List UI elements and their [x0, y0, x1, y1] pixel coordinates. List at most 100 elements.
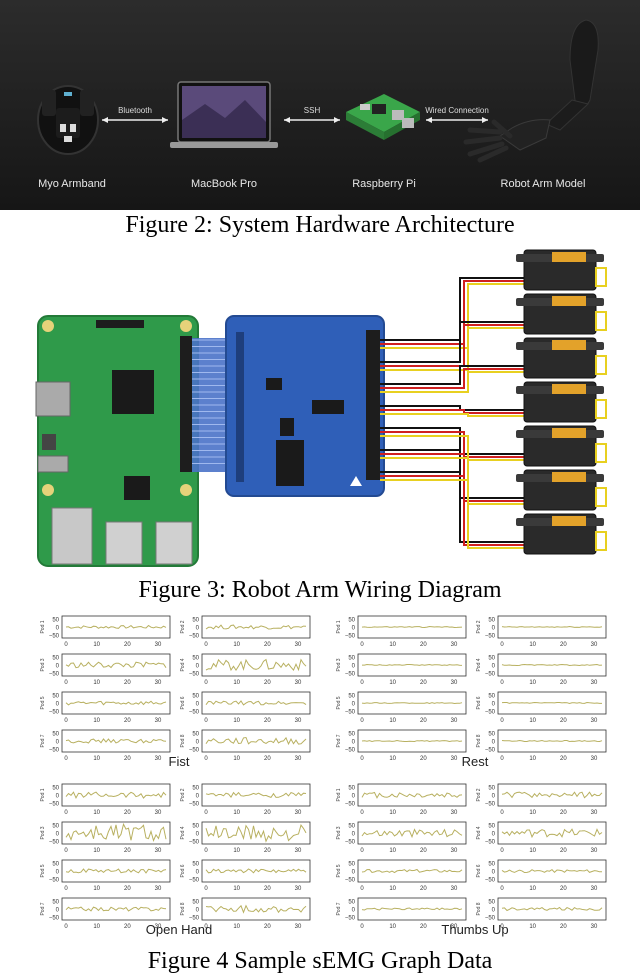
system-architecture-figure: Bluetooth SSH Wired Connection Myo Armba… [0, 0, 640, 210]
x-tick-label: 0 [64, 848, 68, 854]
x-tick-label: 0 [204, 848, 208, 854]
semg-signal-line [361, 828, 463, 839]
y-tick-label: 0 [492, 702, 496, 708]
x-tick-label: 0 [500, 810, 504, 816]
device-label-arm: Robot Arm Model [500, 178, 586, 190]
y-tick-label: 50 [348, 618, 355, 624]
raspberry-pi-image [346, 94, 420, 140]
x-tick-label: 0 [64, 810, 68, 816]
connection-label-wired: Wired Connection [425, 106, 489, 115]
myo-armband-image [37, 85, 99, 155]
pod-label: Pod 6 [476, 696, 482, 709]
y-tick-label: −50 [189, 710, 200, 716]
x-tick-label: 0 [360, 756, 364, 762]
panel-label-fist: Fist [168, 754, 190, 769]
pod-label: Pod 1 [336, 788, 342, 801]
servo-motor [516, 513, 607, 555]
x-tick-label: 20 [124, 886, 131, 892]
y-tick-label: 50 [348, 862, 355, 868]
device-label-pi: Raspberry Pi [352, 178, 416, 190]
pod-label: Pod 6 [180, 864, 186, 877]
x-tick-label: 10 [529, 642, 536, 648]
x-tick-label: 10 [389, 756, 396, 762]
pod-label: Pod 1 [40, 788, 46, 801]
y-tick-label: 0 [56, 870, 60, 876]
x-tick-label: 30 [591, 642, 598, 648]
x-tick-label: 10 [233, 718, 240, 724]
y-tick-label: 50 [52, 656, 59, 662]
x-tick-label: 10 [389, 680, 396, 686]
x-tick-label: 30 [295, 718, 302, 724]
x-tick-label: 10 [529, 680, 536, 686]
y-tick-label: 50 [192, 862, 199, 868]
semg-signal-line [501, 906, 603, 912]
pod-label: Pod 2 [180, 788, 186, 801]
servo-motor [516, 249, 607, 291]
y-tick-label: −50 [485, 710, 496, 716]
x-tick-label: 10 [529, 756, 536, 762]
x-tick-label: 10 [529, 848, 536, 854]
y-tick-label: 50 [52, 732, 59, 738]
semg-signal-line [205, 904, 307, 914]
semg-signal-line [205, 791, 307, 799]
x-tick-label: 0 [500, 756, 504, 762]
pod-label: Pod 3 [40, 658, 46, 671]
panel-label-thumbs-up: Thumbs Up [441, 922, 509, 937]
pod-label: Pod 2 [476, 788, 482, 801]
y-tick-label: 50 [192, 900, 199, 906]
x-tick-label: 20 [264, 642, 271, 648]
pod-label: Pod 1 [40, 620, 46, 633]
x-tick-label: 20 [124, 756, 131, 762]
architecture-illustration [37, 19, 599, 163]
y-tick-label: 0 [492, 740, 496, 746]
figure-4-caption: Figure 4 Sample sEMG Graph Data [147, 948, 493, 974]
pod-label: Pod 7 [336, 734, 342, 747]
x-tick-label: 20 [560, 886, 567, 892]
x-tick-label: 0 [500, 680, 504, 686]
x-tick-label: 30 [295, 848, 302, 854]
semg-signal-line [501, 739, 603, 743]
y-tick-label: 50 [348, 732, 355, 738]
connection-label-ssh: SSH [303, 106, 321, 115]
x-tick-label: 10 [529, 924, 536, 930]
x-tick-label: 0 [64, 718, 68, 724]
x-tick-label: 30 [451, 810, 458, 816]
pod-label: Pod 5 [40, 864, 46, 877]
x-tick-label: 10 [389, 848, 396, 854]
robot-arm-image [463, 19, 599, 163]
y-tick-label: 0 [352, 626, 356, 632]
x-tick-label: 10 [93, 924, 100, 930]
x-tick-label: 10 [529, 718, 536, 724]
x-tick-label: 30 [591, 718, 598, 724]
y-tick-label: 50 [348, 786, 355, 792]
x-tick-label: 0 [204, 810, 208, 816]
x-tick-label: 30 [451, 924, 458, 930]
x-tick-label: 20 [124, 680, 131, 686]
x-tick-label: 20 [420, 642, 427, 648]
pod-label: Pod 3 [336, 826, 342, 839]
x-tick-label: 0 [64, 886, 68, 892]
pod-label: Pod 1 [336, 620, 342, 633]
y-tick-label: 0 [492, 870, 496, 876]
y-tick-label: 50 [488, 656, 495, 662]
y-tick-label: 50 [488, 900, 495, 906]
y-tick-label: 0 [56, 626, 60, 632]
x-tick-label: 20 [124, 810, 131, 816]
y-tick-label: 0 [352, 664, 356, 670]
y-tick-label: 50 [52, 786, 59, 792]
x-tick-label: 30 [155, 642, 162, 648]
y-tick-label: −50 [485, 672, 496, 678]
y-tick-label: 50 [192, 694, 199, 700]
x-tick-label: 10 [93, 756, 100, 762]
servo-motor [516, 337, 607, 379]
x-tick-label: 0 [204, 886, 208, 892]
y-tick-label: −50 [189, 672, 200, 678]
